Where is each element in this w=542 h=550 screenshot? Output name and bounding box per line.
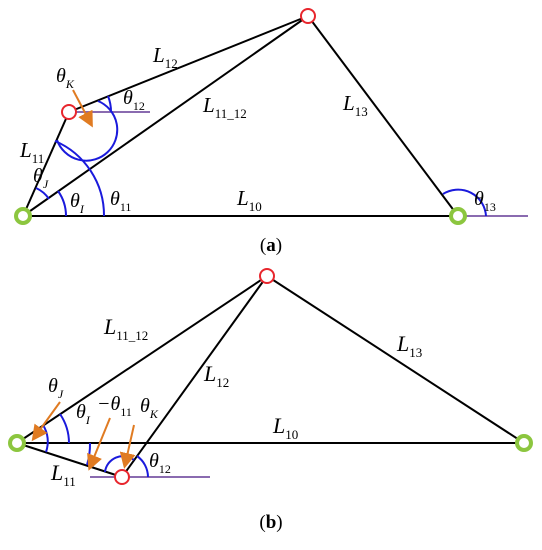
moving-joint-b-top <box>259 268 275 284</box>
arc-theta11-a <box>54 140 106 217</box>
arc-neg-theta11-b <box>86 442 92 466</box>
diagram-b: L11_12 L13 L12 L10 L11 θJ θI −θ11 θK θ12… <box>8 268 533 533</box>
moving-joint-a-top <box>300 8 316 24</box>
diagram-a: L12 L11_12 L13 L11 L10 θK θ12 θJ θI θ11 … <box>14 8 528 256</box>
label-L11-a: L11 <box>19 138 44 166</box>
link-L11-12-b <box>16 275 268 444</box>
arc-thetaJ-b <box>42 424 49 453</box>
label-L13-b: L13 <box>396 331 422 360</box>
label-thetaI-b: θI <box>76 401 91 427</box>
link-L12-b <box>121 275 268 478</box>
fixed-joint-a-left <box>14 207 32 225</box>
label-theta11-a: θ11 <box>110 188 131 214</box>
arc-thetaI-b <box>59 413 70 444</box>
caption-b: (b) <box>259 512 282 533</box>
moving-joint-a-left <box>61 104 77 120</box>
arc-thetaI-a <box>57 190 68 217</box>
label-thetaK-b: θK <box>140 395 159 421</box>
link-L11-12-a <box>22 15 309 217</box>
label-thetaJ-b: θJ <box>48 375 64 401</box>
fixed-joint-b-left <box>8 434 26 452</box>
label-theta12-b: θ12 <box>149 450 171 476</box>
label-L11-12-b: L11_12 <box>103 314 148 343</box>
arrow-thetaJ-b <box>31 401 61 442</box>
label-theta12-a: θ12 <box>123 87 145 113</box>
label-L10-a: L10 <box>236 186 262 214</box>
label-L13-a: L13 <box>342 91 368 119</box>
label-L12-a: L12 <box>152 43 178 71</box>
moving-joint-b-bottom <box>114 469 130 485</box>
label-L11-b: L11 <box>50 460 76 489</box>
arrow-neg-theta11-b <box>87 417 111 471</box>
arc-theta13-a <box>442 188 487 217</box>
arc-thetaK-a <box>56 100 119 162</box>
label-theta13-a: θ13 <box>474 188 496 214</box>
link-L12-a <box>68 15 309 113</box>
label-thetaJ-a: θJ <box>33 165 49 191</box>
label-thetaI-a: θI <box>70 190 85 216</box>
link-L11-b <box>16 442 123 478</box>
arc-thetaJ-a <box>35 187 50 200</box>
arrow-thetaK-b <box>119 424 136 469</box>
link-L11-a <box>22 111 70 217</box>
label-thetaK-a: θK <box>56 65 75 91</box>
fixed-joint-b-right <box>515 434 533 452</box>
arc-theta12-b <box>136 455 149 478</box>
label-L10-b: L10 <box>272 413 298 442</box>
label-L11-12-a: L11_12 <box>202 93 247 121</box>
label-neg-theta11-b: −θ11 <box>97 393 132 419</box>
link-L13-b <box>266 275 525 444</box>
fixed-joint-a-right <box>449 207 467 225</box>
arrow-thetaK-a <box>72 89 93 128</box>
caption-a: (a) <box>260 235 282 256</box>
link-L13-a <box>307 15 459 217</box>
label-L12-b: L12 <box>203 361 229 390</box>
